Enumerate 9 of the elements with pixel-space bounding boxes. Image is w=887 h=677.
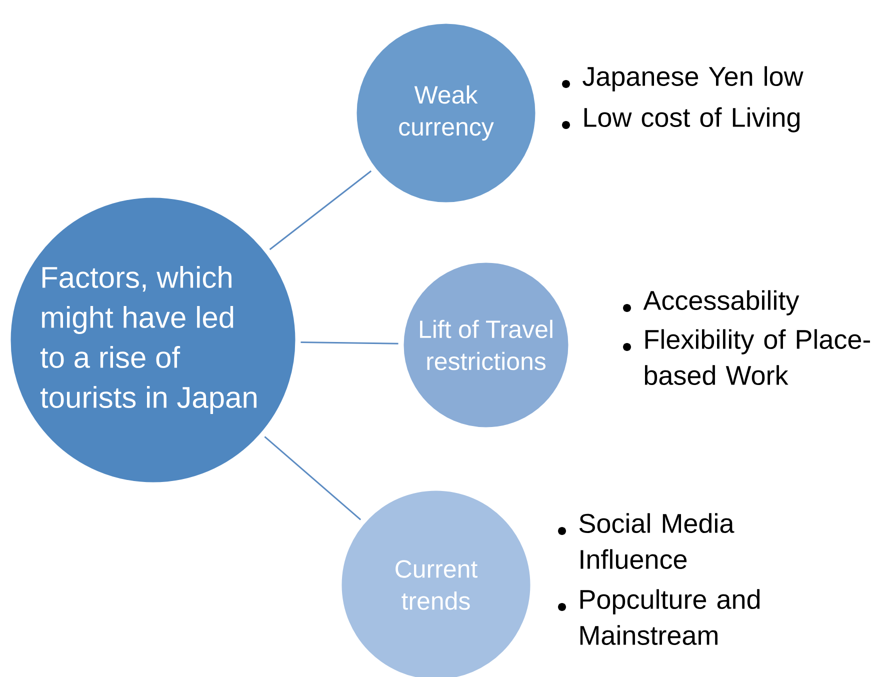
bullet-text: Flexibility of Place-based Work [644,329,870,386]
bullet-text: Social Media Influence [579,513,734,570]
connector-line [269,170,372,250]
connector-line [300,341,398,344]
bullet-text: Japanese Yen low [582,66,804,92]
connector-line [264,436,362,520]
bullet-text: Accessability [643,290,800,316]
bullet-text: Popculture and Mainstream [580,589,760,646]
bullet-text: Low cost of Living [584,107,800,132]
